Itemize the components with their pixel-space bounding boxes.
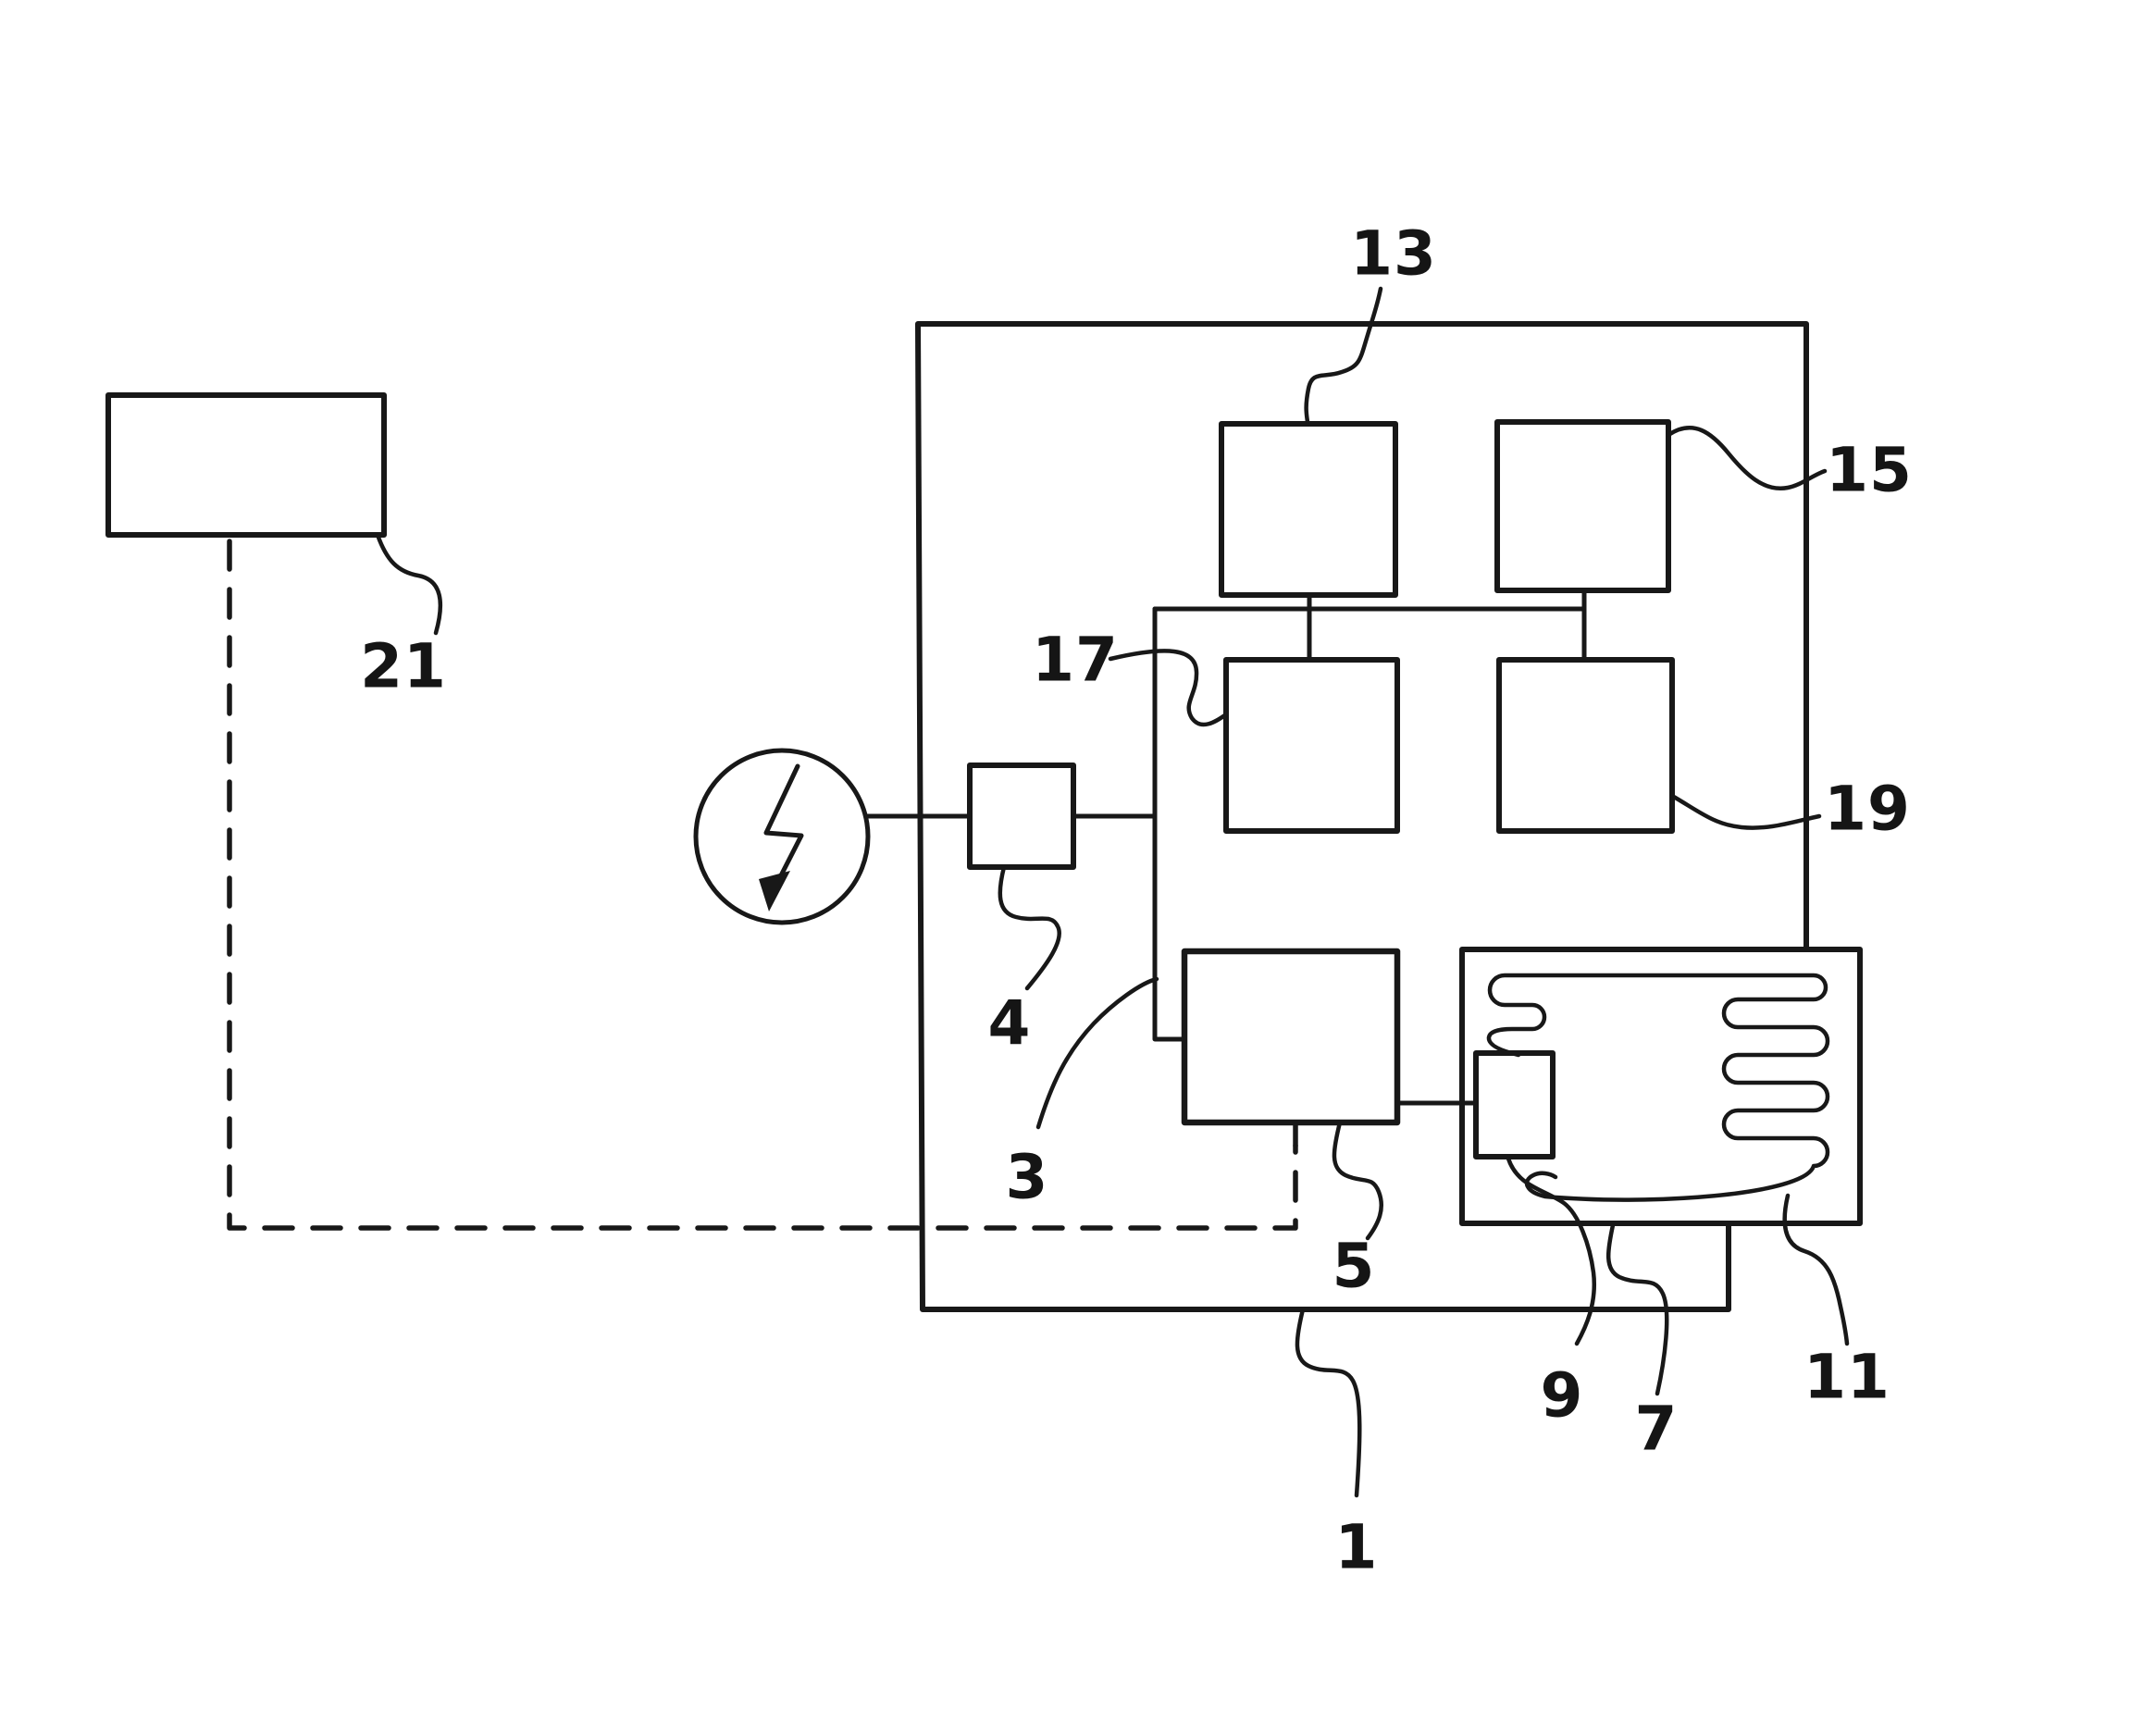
leader-21 bbox=[375, 532, 443, 636]
component-box-13 bbox=[1219, 421, 1398, 598]
leader-11 bbox=[1782, 1193, 1850, 1346]
ref-numeral-17: 17 bbox=[1032, 624, 1119, 696]
ref-numeral-4: 4 bbox=[987, 987, 1032, 1060]
leader-5 bbox=[1332, 1120, 1384, 1241]
ref-numeral-5: 5 bbox=[1332, 1230, 1376, 1302]
ref-numeral-1: 1 bbox=[1334, 1511, 1379, 1583]
component-box-15 bbox=[1494, 419, 1671, 593]
leader-1 bbox=[1295, 1307, 1362, 1498]
component-box-19 bbox=[1496, 657, 1675, 834]
leader-3 bbox=[1035, 976, 1159, 1130]
ref-numeral-15: 15 bbox=[1826, 434, 1913, 506]
ref-numeral-9: 9 bbox=[1540, 1359, 1584, 1432]
trunk-line-to-box3 bbox=[1152, 606, 1187, 1042]
component-box-4 bbox=[967, 763, 1076, 870]
leader-17 bbox=[1108, 649, 1229, 727]
heater-housing-box-7 bbox=[1459, 947, 1863, 1226]
component-box-17 bbox=[1223, 657, 1400, 834]
sensor-box-9 bbox=[1473, 1050, 1556, 1159]
dashed-control-line bbox=[227, 539, 1298, 1231]
leader-13 bbox=[1304, 286, 1383, 425]
leader-9 bbox=[1506, 1156, 1596, 1346]
ref-numeral-11: 11 bbox=[1804, 1341, 1890, 1413]
leader-4 bbox=[998, 864, 1061, 991]
heating-coil-11 bbox=[1486, 973, 1830, 1202]
ref-numeral-19: 19 bbox=[1824, 773, 1911, 845]
remote-unit-box-21 bbox=[105, 392, 387, 538]
component-box-3 bbox=[1181, 948, 1401, 1126]
ref-numeral-7: 7 bbox=[1634, 1393, 1679, 1465]
ref-numeral-13: 13 bbox=[1350, 217, 1437, 290]
leader-15 bbox=[1666, 425, 1828, 491]
ref-numeral-21: 21 bbox=[360, 630, 447, 702]
lightning-bolt-icon bbox=[763, 763, 804, 882]
leader-19 bbox=[1669, 793, 1822, 830]
leader-7 bbox=[1605, 1222, 1669, 1396]
ref-numeral-3: 3 bbox=[1005, 1141, 1049, 1213]
power-source-symbol bbox=[693, 748, 871, 925]
lightning-arrowhead-icon bbox=[759, 871, 790, 911]
